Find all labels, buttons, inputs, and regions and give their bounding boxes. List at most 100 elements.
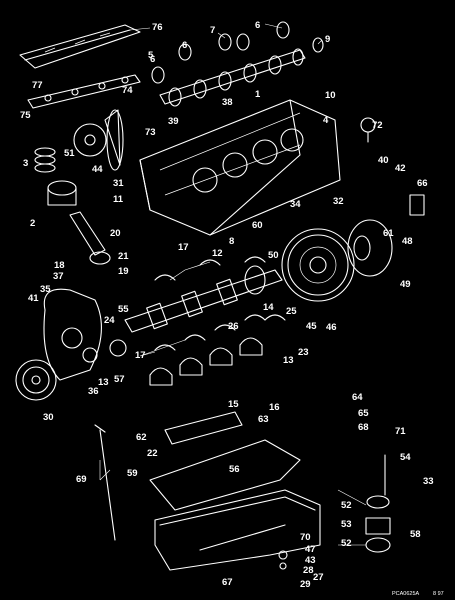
callout-66: 66 — [417, 178, 428, 189]
callout-40: 40 — [378, 155, 389, 166]
callout-22: 22 — [147, 448, 158, 459]
callout-29: 29 — [300, 579, 311, 590]
oil-pump — [365, 454, 391, 553]
piston-and-connecting-rod — [47, 180, 111, 265]
cam-bearings — [151, 21, 324, 84]
callout-74: 74 — [122, 85, 133, 96]
callout-13: 13 — [98, 377, 109, 388]
callout-44: 44 — [92, 164, 103, 175]
callout-59: 59 — [127, 468, 138, 479]
callout-76: 76 — [152, 22, 163, 33]
oil-baffle — [164, 411, 243, 445]
engine-block — [139, 99, 341, 236]
callout-11: 11 — [113, 194, 124, 205]
callout-12: 12 — [212, 248, 223, 259]
torque-converter — [347, 219, 393, 277]
callout-32: 32 — [333, 196, 344, 207]
callout-42: 42 — [395, 163, 406, 174]
callout-37: 37 — [53, 271, 64, 282]
callout-63: 63 — [258, 414, 269, 425]
callout-68: 68 — [358, 422, 369, 433]
callout-14: 14 — [263, 302, 274, 313]
callout-6: 6 — [150, 54, 155, 65]
camshaft — [159, 48, 306, 107]
valve-cover — [19, 24, 141, 69]
callout-60: 60 — [252, 220, 263, 231]
timing-gear-and-chain — [73, 109, 124, 171]
callout-19: 19 — [118, 266, 129, 277]
callout-6: 6 — [182, 40, 187, 51]
crank-sprocket — [82, 339, 127, 363]
callout-4: 4 — [323, 115, 329, 126]
callout-21: 21 — [118, 251, 129, 262]
callout-39: 39 — [168, 116, 179, 127]
callout-5: 5 — [148, 50, 154, 61]
callout-65: 65 — [358, 408, 369, 419]
callout-17: 17 — [135, 350, 146, 361]
crankshaft — [124, 265, 283, 333]
callout-64: 64 — [352, 392, 363, 403]
callout-16: 16 — [269, 402, 280, 413]
callout-52: 52 — [341, 500, 352, 511]
callout-33: 33 — [423, 476, 434, 487]
callout-17: 17 — [178, 242, 189, 253]
callout-43: 43 — [305, 555, 316, 566]
callout-56: 56 — [229, 464, 240, 475]
callout-45: 45 — [306, 321, 317, 332]
callout-71: 71 — [395, 426, 406, 437]
flywheel — [281, 228, 355, 302]
rocker-arm-assembly — [27, 74, 141, 109]
callout-57: 57 — [114, 374, 125, 385]
callout-54: 54 — [400, 452, 411, 463]
callout-10: 10 — [325, 90, 336, 101]
upper-bearing-shells — [154, 256, 286, 321]
callout-55: 55 — [118, 304, 129, 315]
callout-25: 25 — [286, 306, 297, 317]
callout-73: 73 — [145, 127, 156, 138]
oil-pan-gasket — [149, 439, 301, 511]
timing-cover — [43, 288, 102, 381]
callout-41: 41 — [28, 293, 39, 304]
callout-49: 49 — [400, 279, 411, 290]
callout-77: 77 — [32, 80, 43, 91]
callout-6: 6 — [255, 20, 260, 31]
callout-50: 50 — [268, 250, 279, 261]
callout-7: 7 — [210, 25, 215, 36]
callout-30: 30 — [43, 412, 54, 423]
callout-labels: 76 6 7 6 6 9 5 77 75 74 38 1 10 72 73 39… — [20, 20, 434, 590]
callout-58: 58 — [410, 529, 421, 540]
callout-3: 3 — [23, 158, 28, 169]
leader-lines — [99, 23, 367, 546]
callout-26: 26 — [228, 321, 239, 332]
seals — [34, 147, 56, 173]
oil-dipstick — [94, 424, 116, 541]
callout-1: 1 — [255, 89, 261, 100]
callout-62: 62 — [136, 432, 147, 443]
callout-23: 23 — [298, 347, 309, 358]
callout-61: 61 — [383, 228, 394, 239]
harmonic-balancer — [15, 359, 57, 401]
callout-72: 72 — [372, 120, 383, 131]
callout-34: 34 — [290, 199, 301, 210]
drain-plug — [278, 550, 288, 570]
oil-pan — [154, 489, 321, 571]
callout-36: 36 — [88, 386, 99, 397]
callout-8: 8 — [229, 236, 234, 247]
callout-27: 27 — [313, 572, 324, 583]
callout-70: 70 — [300, 532, 311, 543]
callout-28: 28 — [303, 565, 314, 576]
callout-46: 46 — [326, 322, 337, 333]
callout-67: 67 — [222, 577, 233, 588]
callout-47: 47 — [305, 544, 316, 555]
callout-20: 20 — [110, 228, 121, 239]
main-bearing-caps — [149, 314, 266, 386]
callout-53: 53 — [341, 519, 352, 530]
callout-15: 15 — [228, 399, 239, 410]
figure-date: 8 97 — [433, 591, 444, 597]
callout-35: 35 — [40, 284, 51, 295]
callout-52: 52 — [341, 538, 352, 549]
callout-48: 48 — [402, 236, 413, 247]
callout-31: 31 — [113, 178, 124, 189]
callout-18: 18 — [54, 260, 65, 271]
